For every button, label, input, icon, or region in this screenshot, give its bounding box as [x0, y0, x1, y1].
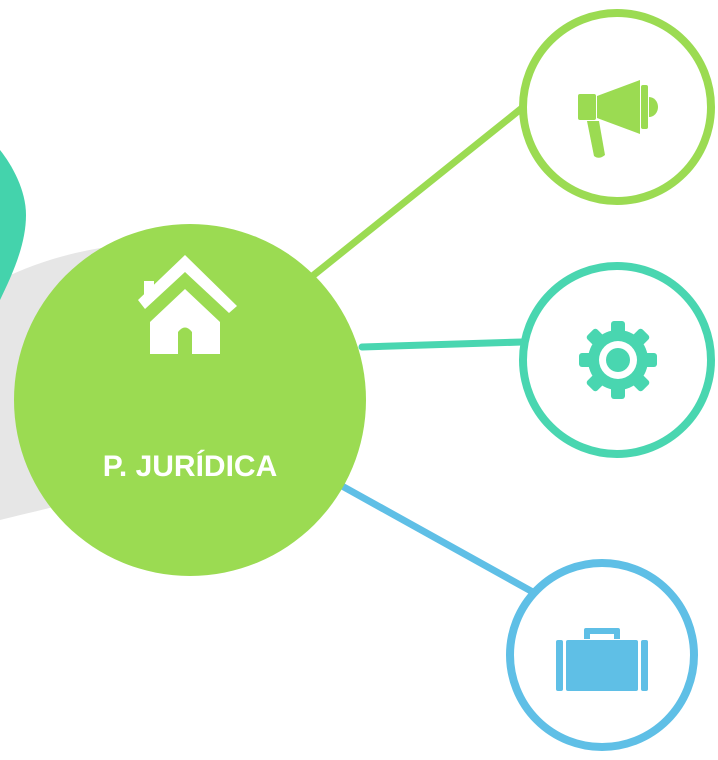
node-settings[interactable] [519, 262, 715, 458]
connector-marketing [306, 104, 526, 282]
house-icon [138, 255, 237, 354]
connector-business [338, 482, 544, 600]
gear-icon [579, 321, 657, 399]
megaphone-icon [578, 80, 658, 158]
center-circle [14, 224, 366, 576]
center-label: P. JURÍDICA [103, 449, 278, 483]
briefcase-icon [556, 628, 648, 691]
center-node[interactable]: P. JURÍDICA [14, 224, 366, 576]
teal-accent-shape [0, 150, 26, 300]
node-business[interactable] [506, 559, 698, 751]
connector-settings [358, 338, 526, 351]
node-marketing[interactable] [519, 9, 715, 205]
